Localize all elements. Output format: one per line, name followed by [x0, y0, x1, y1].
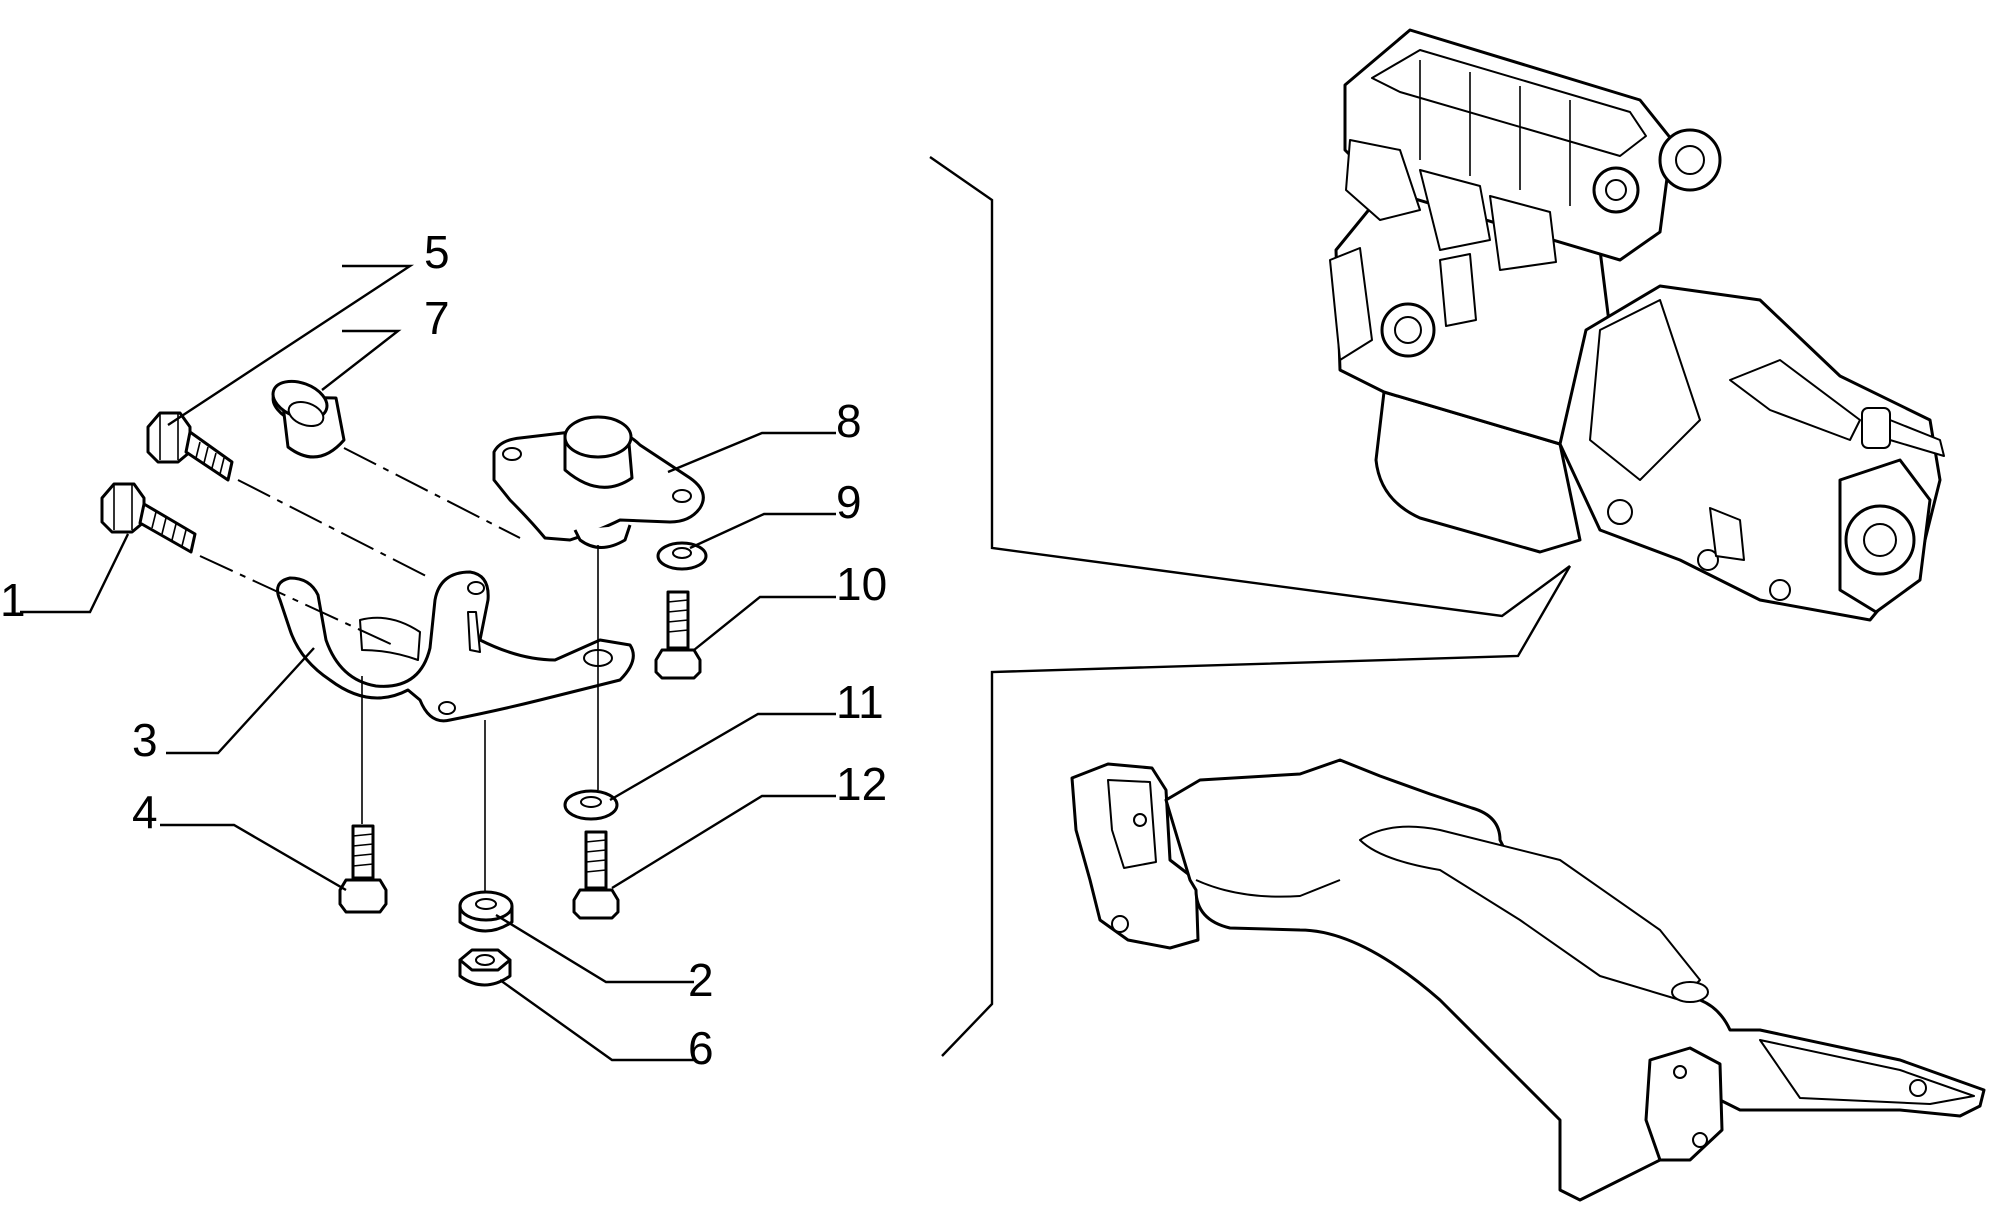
callout-12: 12 — [836, 758, 887, 810]
part-3-bracket — [276, 570, 635, 723]
callout-6: 6 — [688, 1022, 714, 1074]
part-1-bolt — [100, 482, 197, 554]
callout-7: 7 — [424, 292, 450, 344]
group-brace — [929, 156, 1572, 1057]
part-2-spacer — [458, 890, 514, 933]
part-4-bolt — [338, 824, 388, 914]
callout-4: 4 — [132, 786, 158, 838]
part-11-washer — [563, 789, 619, 821]
callout-labels: 1 2 3 4 5 6 7 8 9 10 11 12 — [0, 226, 887, 1074]
part-12-bolt — [572, 830, 620, 920]
part-8-mount-plate — [492, 415, 705, 549]
callout-8: 8 — [836, 395, 862, 447]
callout-1: 1 — [0, 574, 26, 626]
part-5-bolt — [146, 411, 234, 482]
part-7-bushing — [271, 379, 346, 459]
callout-5: 5 — [424, 226, 450, 278]
part-6-nut — [458, 948, 512, 987]
engine-gearbox-assembly — [1329, 28, 1945, 622]
callout-11: 11 — [836, 676, 884, 728]
callout-3: 3 — [132, 714, 158, 766]
subframe-crossmember — [1070, 758, 1986, 1202]
part-9-washer — [656, 541, 708, 571]
alignment-lines — [199, 447, 599, 892]
leader-lines — [20, 264, 836, 1062]
callout-10: 10 — [836, 558, 887, 610]
callout-2: 2 — [688, 954, 714, 1006]
callout-9: 9 — [836, 476, 862, 528]
part-10-bolt — [654, 590, 702, 680]
